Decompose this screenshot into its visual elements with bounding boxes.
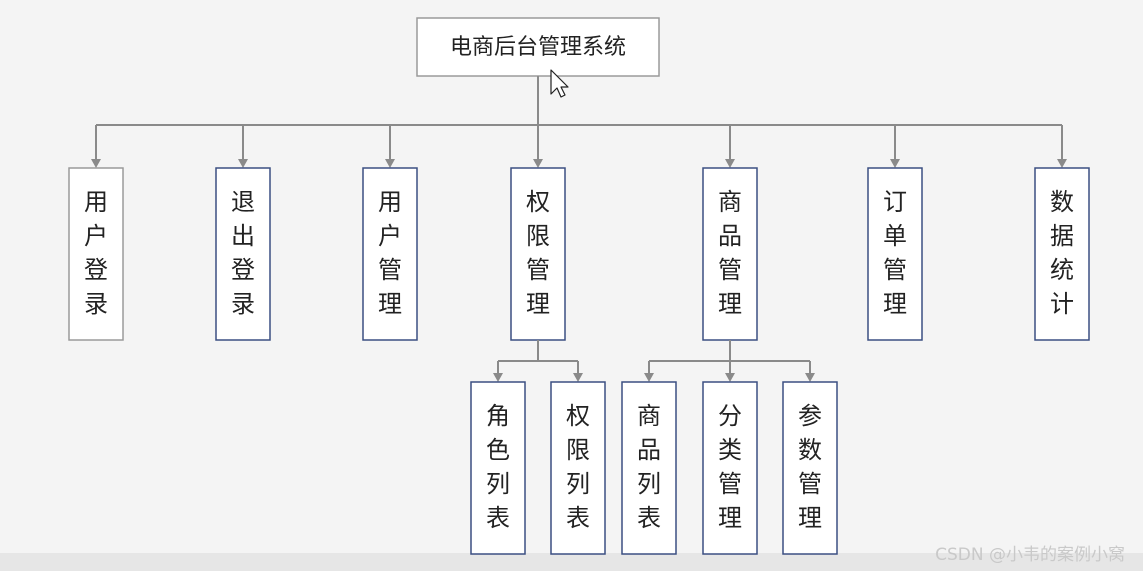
level2-node-char: 类 (718, 436, 742, 464)
level1-node-char: 据 (1050, 222, 1074, 250)
level2-node-char: 限 (566, 436, 590, 464)
level1-node-char: 户 (84, 222, 108, 250)
level2-node-char: 数 (798, 436, 822, 464)
arrow-head (573, 373, 583, 382)
level1-node-char: 录 (84, 290, 108, 318)
level2-node-char: 列 (486, 470, 510, 498)
arrow-head (725, 373, 735, 382)
level1-node-char: 理 (883, 290, 907, 318)
level1-node-char: 退 (231, 188, 255, 216)
level2-node-char: 分 (718, 402, 742, 430)
level1-node-box (215, 167, 271, 341)
level2-node-char: 角 (486, 402, 510, 430)
level1-node-char: 录 (231, 290, 255, 318)
arrow-head (493, 373, 503, 382)
arrow-head (725, 159, 735, 168)
root-title: 电商后台管理系统 (450, 35, 626, 60)
level1-node-char: 品 (718, 222, 742, 250)
level2-node-box (550, 381, 606, 555)
arrow-head (890, 159, 900, 168)
level2-node-char: 商 (637, 402, 661, 430)
level2-node-box (702, 381, 758, 555)
level1-node-char: 管 (526, 256, 550, 284)
level2-node-char: 列 (566, 470, 590, 498)
level1-node-char: 理 (378, 290, 402, 318)
level2-node-char: 管 (798, 470, 822, 498)
level1-node-char: 统 (1050, 256, 1074, 284)
level1-node-box (867, 167, 923, 341)
level1-node-box (362, 167, 418, 341)
level1-node-char: 理 (526, 290, 550, 318)
level2-node-char: 表 (566, 504, 590, 532)
level2-node-char: 列 (637, 470, 661, 498)
arrow-head (644, 373, 654, 382)
level2-node-char: 权 (566, 402, 590, 430)
level1-node-char: 管 (718, 256, 742, 284)
arrow-head (1057, 159, 1067, 168)
level2-node-char: 理 (718, 504, 742, 532)
level1-node-char: 登 (231, 256, 255, 284)
level1-node-char: 管 (378, 256, 402, 284)
level2-node-char: 管 (718, 470, 742, 498)
level1-node-char: 用 (84, 188, 108, 216)
level2-node-box (470, 381, 526, 555)
arrow-head (805, 373, 815, 382)
level1-node-char: 户 (378, 222, 402, 250)
level2-node-char: 表 (637, 504, 661, 532)
level1-node-box (510, 167, 566, 341)
csdn-watermark: CSDN @小韦的案例小窝 (935, 545, 1125, 565)
level2-node-box (621, 381, 677, 555)
level1-node-char: 计 (1050, 290, 1074, 318)
level1-node-char: 登 (84, 256, 108, 284)
level2-node-char: 色 (486, 436, 510, 464)
level2-node-char: 参 (798, 402, 822, 430)
level1-node-box (68, 167, 124, 341)
mouse-cursor-icon (550, 69, 569, 98)
level2-node-char: 理 (798, 504, 822, 532)
level2-node-char: 品 (637, 436, 661, 464)
arrow-head (385, 159, 395, 168)
level1-node-char: 商 (718, 188, 742, 216)
arrow-head (533, 159, 543, 168)
bottom-strip (0, 553, 1143, 571)
level1-node-char: 出 (231, 222, 255, 250)
level1-node-box (1034, 167, 1090, 341)
level1-node-char: 用 (378, 188, 402, 216)
arrow-head (91, 159, 101, 168)
level1-node-char: 单 (883, 222, 907, 250)
level2-node-box (782, 381, 838, 555)
level1-node-char: 订 (883, 188, 907, 216)
level1-node-char: 权 (526, 188, 550, 216)
level1-node-char: 限 (526, 222, 550, 250)
level2-node-char: 表 (486, 504, 510, 532)
level1-node-char: 数 (1050, 188, 1074, 216)
level1-node-char: 管 (883, 256, 907, 284)
arrow-head (238, 159, 248, 168)
level1-node-box (702, 167, 758, 341)
level1-node-char: 理 (718, 290, 742, 318)
root-box (416, 17, 660, 77)
